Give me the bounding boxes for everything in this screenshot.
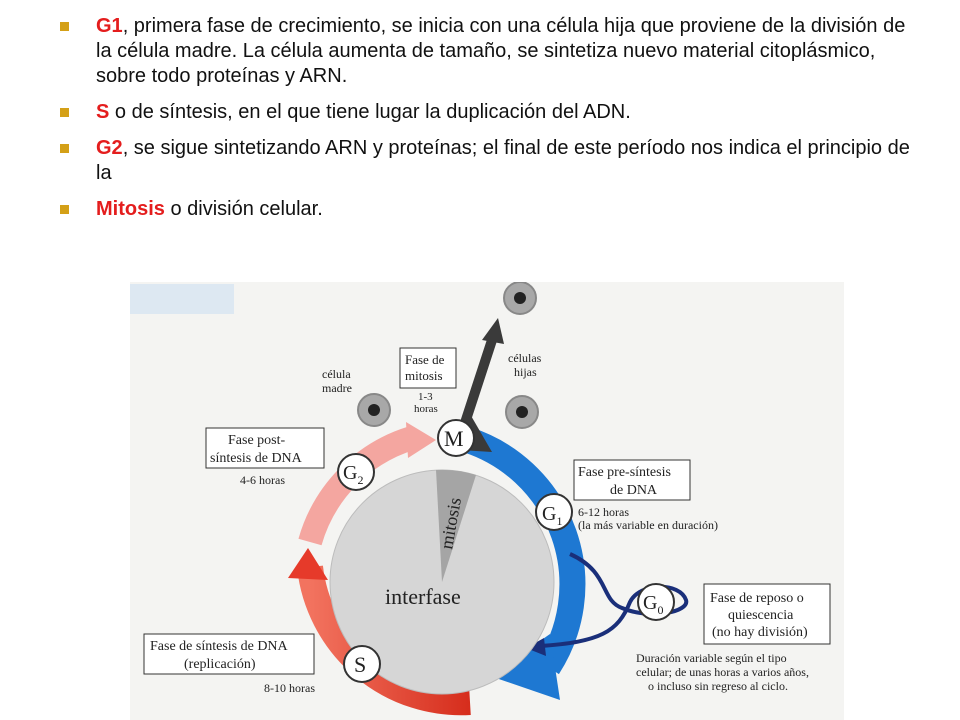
bullet-g2: G2, se sigue sintetizando ARN y proteína… <box>60 136 920 186</box>
mitosis-box <box>399 347 457 389</box>
mitosis-wedge <box>436 469 476 582</box>
s-phase-circle <box>343 645 381 683</box>
g0-phase-circle <box>637 583 675 621</box>
quiescence-line2: quiescencia <box>728 608 794 623</box>
pre-synthesis-line1: Fase pre-síntesis <box>578 465 671 480</box>
bullet-key: G2 <box>96 137 123 159</box>
synthesis-line2: (replicación) <box>184 657 256 672</box>
g0-loop <box>539 552 689 648</box>
daughter-cells-label-2: hijas <box>514 365 537 379</box>
bullet-marker <box>60 22 69 31</box>
m-phase-label: M <box>444 426 464 451</box>
bullet-marker <box>60 205 69 214</box>
bullet-marker <box>60 144 69 153</box>
bullet-text: o de síntesis, en el que tiene lugar la … <box>109 101 631 123</box>
mitosis-duration-1: 1-3 <box>418 391 433 403</box>
mitosis-duration-2: horas <box>414 403 438 415</box>
quiescence-line1: Fase de reposo o <box>710 591 804 606</box>
g2-arrowhead <box>406 422 436 458</box>
mitosis-box-line1: Fase de <box>405 352 445 367</box>
g0-note-3: o incluso sin regreso al ciclo. <box>648 679 788 693</box>
g1-arc <box>463 427 586 675</box>
bullet-key: S <box>96 101 110 123</box>
pre-synthesis-line2: de DNA <box>610 483 658 498</box>
bullet-g1: G1, primera fase de crecimiento, se inic… <box>60 14 920 89</box>
g1-phase-label: G1 <box>542 503 562 528</box>
pre-synthesis-box <box>573 459 691 501</box>
bullet-marker <box>60 108 69 117</box>
bullet-list: G1, primera fase de crecimiento, se inic… <box>60 14 920 233</box>
g0-letter: G <box>643 592 657 614</box>
g0-subscript: 0 <box>657 603 663 617</box>
g0-note-2: celular; de unas horas a varios años, <box>636 665 809 679</box>
synthesis-line1: Fase de síntesis de DNA <box>150 639 289 654</box>
g0-note-1: Duración variable según el tipo <box>636 651 787 665</box>
g2-phase-label: G2 <box>343 462 363 487</box>
post-synthesis-box <box>205 427 325 469</box>
cell-cycle-figure: mitosis interfase M G1 G2 S G0 célula ma… <box>130 282 844 720</box>
mother-cell <box>357 393 391 427</box>
s-phase-label: S <box>354 652 366 677</box>
g1-phase-circle <box>535 493 573 531</box>
m-phase-circle <box>437 419 475 457</box>
mitosis-box-line2: mitosis <box>405 368 443 383</box>
mother-cell-label-2: madre <box>322 381 352 395</box>
mitosis-arrow <box>457 332 499 434</box>
cell-cycle-diagram: mitosis interfase M G1 G2 S G0 célula ma… <box>130 282 831 716</box>
synthesis-box <box>143 633 315 675</box>
g1-letter: G <box>542 503 556 525</box>
quiescence-line3: (no hay división) <box>712 625 808 640</box>
bullet-text: o división celular. <box>164 198 323 220</box>
quiescence-box <box>703 583 831 645</box>
background-strip <box>130 284 234 314</box>
bullet-key: Mitosis <box>96 198 165 220</box>
g0-arrowhead <box>526 638 546 656</box>
daughter-cell-bottom <box>505 395 539 429</box>
synthesis-duration: 8-10 horas <box>264 681 315 695</box>
bullet-mitosis: Mitosis o división celular. <box>60 197 920 222</box>
pre-synthesis-duration-2: (la más variable en duración) <box>578 518 718 532</box>
g0-phase-label: G0 <box>643 592 663 617</box>
mitosis-arrowhead <box>482 318 504 344</box>
interphase-label: interfase <box>385 584 461 609</box>
post-synthesis-line2: síntesis de DNA <box>210 451 303 466</box>
bullet-text: , primera fase de crecimiento, se inicia… <box>96 15 906 87</box>
g2-letter: G <box>343 462 357 484</box>
post-synthesis-line1: Fase post- <box>228 433 286 448</box>
bullet-s: S o de síntesis, en el que tiene lugar l… <box>60 100 920 125</box>
pre-synthesis-duration-1: 6-12 horas <box>578 505 629 519</box>
post-synthesis-duration: 4-6 horas <box>240 473 285 487</box>
daughter-cell-top <box>503 282 537 315</box>
s-arrowhead <box>288 548 328 580</box>
bullet-text: , se sigue sintetizando ARN y proteínas;… <box>96 137 910 184</box>
daughter-cells-label-1: células <box>508 351 542 365</box>
g2-phase-circle <box>337 453 375 491</box>
g1-subscript: 1 <box>556 514 562 528</box>
mother-cell-label-1: célula <box>322 367 351 381</box>
bullet-key: G1 <box>96 15 123 37</box>
g2-subscript: 2 <box>357 473 363 487</box>
